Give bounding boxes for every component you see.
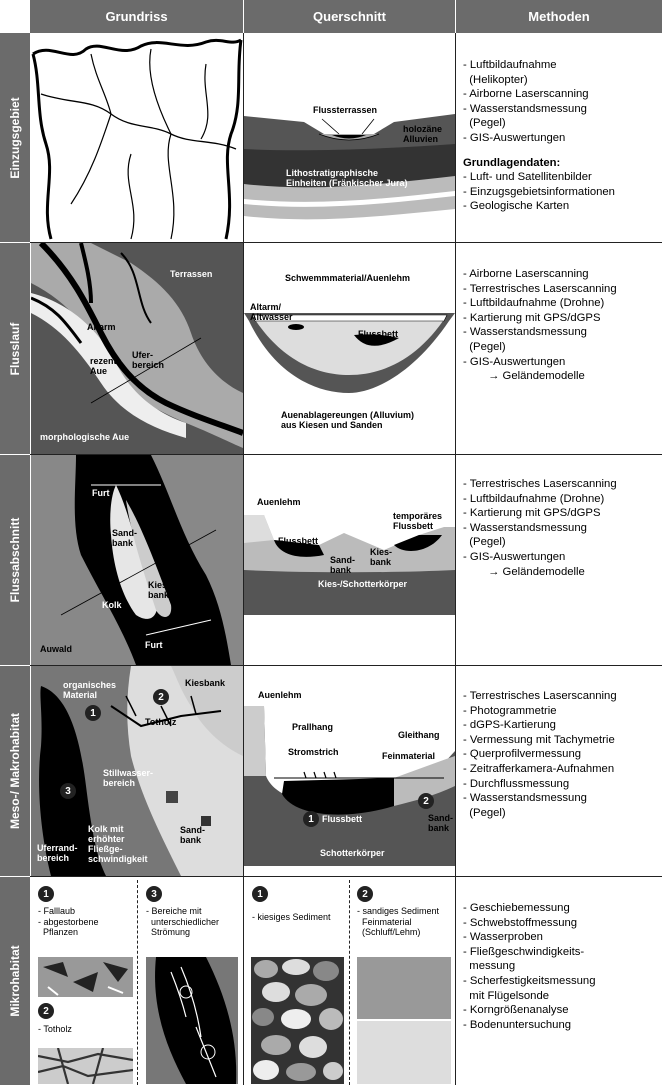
methods-einzugsgebiet: - Luftbildaufnahme (Helikopter) - Airbor… [463,58,658,214]
label-morph: morphologische Aue [40,432,130,442]
label-altarm: Altarm [87,322,116,332]
micro-text-falllaub: - Falllaub - abgestorbene Pflanzen [38,906,99,937]
label-auwald: Auwald [40,644,73,654]
label-kiesbank: Kies- bank [148,580,171,600]
marker-2: 2 [153,689,169,705]
row-label-flusslauf: Flusslauf [0,243,30,454]
habitat-map [31,666,243,876]
label-furt-1: Furt [92,488,110,498]
river-section-cross-section [244,515,455,615]
methods-mikro: - Geschiebemessung - Schwebstoffmessung … [463,902,596,1031]
row-divider [30,876,662,877]
leaf-litter-pattern [38,957,133,997]
label-organisches: organisches Material [63,680,117,700]
marker-2-section: 2 [418,793,434,809]
header-querschnitt: Querschnitt [244,0,455,33]
deadwood-pattern [38,1048,133,1084]
micro-text-totholz: - Totholz [38,1024,72,1034]
methods-flusslauf: - Airborne Laserscanning - Terrestrische… [463,268,617,383]
label-totholz: Totholz [145,717,177,727]
label-sandbank-3: Sand- bank [180,825,206,845]
label-flussterrassen: Flussterrassen [313,105,378,115]
micro-marker-1-q: 1 [252,886,268,902]
label-kolk: Kolk [102,600,122,610]
river-course-map [31,243,243,454]
label-temporaer: temporäres Flussbett [393,511,443,531]
label-flussbett: Flussbett [358,329,399,339]
label-holozaene: holozäne Alluvien [403,124,443,144]
label-stromstrich: Stromstrich [288,747,339,757]
flow-pattern [146,957,238,1084]
river-course-cross-section [244,313,455,393]
label-uferrand: Uferrand- bereich [37,843,78,863]
fine-sediment-pattern [357,957,451,1084]
habitat-cross-section [244,706,455,866]
methods-meso: - Terrestrisches Laserscanning - Photogr… [463,690,617,819]
methods-flussabschnitt: - Terrestrisches Laserscanning - Luftbil… [463,478,617,578]
label-schotter: Schotterkörper [320,848,385,858]
label-feinmaterial: Feinmaterial [382,751,436,761]
label-uferbereich: Ufer- bereich [132,350,165,370]
row-label-einzugsgebiet: Einzugsgebiet [0,33,30,242]
label-prallhang: Prallhang [292,722,334,732]
header-methoden: Methoden [456,0,662,33]
label-stillwasser: Stillwasser- bereich [103,768,154,788]
micro-text-sandig: - sandiges Sediment Feinmaterial (Schluf… [357,906,440,937]
label-auenablag: Auenablagereungen (Alluvium) aus Kiesen … [281,410,415,430]
label-flussbett-3: Flussbett [322,814,363,824]
label-sandbank-2: Sand- bank [330,555,356,575]
label-sandbank: Sand- bank [112,528,138,548]
gravel-pattern [251,957,344,1084]
micro-marker-2-q: 2 [357,886,373,902]
label-sandbank-4: Sand- bank [428,813,454,833]
col-divider [455,33,456,1085]
col-divider [243,33,244,1085]
header-grundriss: Grundriss [30,0,243,33]
mikro-divider-dashed [137,880,138,1085]
row-label-flussabschnitt: Flussabschnitt [0,455,30,665]
micro-marker-3: 3 [146,886,162,902]
label-litho: Lithostratigraphische Einheiten (Fränkis… [286,168,408,188]
label-altarm2: Altarm/ Altwasser [250,302,293,322]
label-kolkmit: Kolk mit erhöhter Fließge- schwindigkeit [88,824,148,864]
label-auenlehm-2: Auenlehm [258,690,302,700]
river-section-map [31,455,243,665]
catchment-map [31,34,243,242]
marker-1-section: 1 [303,811,319,827]
label-flussbett-2: Flussbett [278,536,319,546]
micro-marker-2: 2 [38,1003,54,1019]
label-rezente: rezente Aue [90,356,122,376]
label-schwemm: Schwemmmaterial/Auenlehm [285,273,411,283]
label-kiesbank-2: Kies- bank [370,547,393,567]
micro-marker-1: 1 [38,886,54,902]
label-kiesbank-3: Kiesbank [185,678,226,688]
mikro-divider-dashed [349,880,350,1085]
label-gleithang: Gleithang [398,730,440,740]
label-kieskoerper: Kies-/Schotterkörper [318,579,408,589]
catchment-cross-section [244,114,455,220]
marker-3: 3 [60,783,76,799]
row-label-mikro: Mikrohabitat [0,877,30,1085]
micro-text-stroemung: - Bereiche mit unterschiedlicher Strömun… [146,906,220,937]
row-label-meso: Meso-/ Makrohabitat [0,666,30,876]
marker-1: 1 [85,705,101,721]
row-divider [30,665,662,666]
grundlagen-title: Grundlagendaten: [463,156,561,169]
label-furt-2: Furt [145,640,163,650]
micro-text-kiesig: - kiesiges Sediment [252,912,331,922]
row-divider [30,242,662,243]
label-auenlehm: Auenlehm [257,497,301,507]
label-terrassen: Terrassen [170,269,213,279]
row-divider [30,454,662,455]
